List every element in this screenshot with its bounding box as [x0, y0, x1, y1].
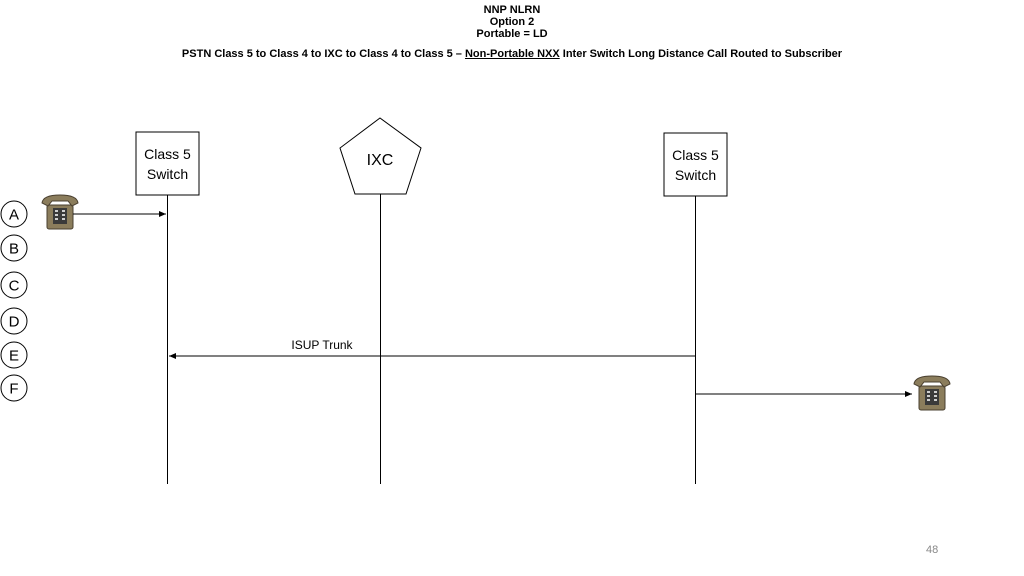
title-line-1: NNP NLRN	[483, 4, 541, 16]
title-line-3: Portable = LD	[476, 28, 548, 40]
isup-trunk-label: ISUP Trunk	[291, 338, 353, 352]
title-line-2: Option 2	[489, 16, 535, 28]
right-switch-label-1: Class 5	[672, 147, 719, 163]
telephone-icon	[913, 375, 951, 411]
step-circle-b: B	[0, 234, 28, 262]
step-label-a: A	[9, 207, 19, 224]
right-class5-switch-node: Class 5 Switch	[663, 132, 728, 197]
step-circle-d: D	[0, 307, 28, 335]
left-class5-switch-node: Class 5 Switch	[135, 131, 200, 196]
subtitle-pre: PSTN Class 5 to Class 4 to IXC to Class …	[181, 48, 465, 60]
step-label-e: E	[9, 348, 19, 365]
step-circle-f: F	[0, 374, 28, 402]
left-switch-label-1: Class 5	[144, 146, 191, 162]
step-circle-a: A	[0, 200, 28, 228]
telephone-icon	[41, 194, 79, 230]
step-label-c: C	[9, 278, 20, 295]
step-label-d: D	[9, 314, 20, 331]
step-label-f: F	[9, 381, 18, 398]
step-circle-c: C	[0, 271, 28, 299]
title-block: NNP NLRN Option 2 Portable = LD	[0, 4, 1024, 40]
ixc-node: IXC	[339, 117, 422, 195]
subtitle-post: Inter Switch Long Distance Call Routed t…	[559, 48, 843, 60]
step-markers: A B C D E F	[0, 200, 28, 402]
right-switch-label-2: Switch	[675, 167, 716, 183]
ixc-label: IXC	[367, 152, 394, 169]
diagram-subtitle: PSTN Class 5 to Class 4 to IXC to Class …	[0, 47, 1024, 61]
left-switch-label-2: Switch	[147, 166, 188, 182]
subtitle-underlined: Non-Portable NXX	[464, 48, 560, 60]
step-label-b: B	[9, 241, 19, 258]
page-number: 48	[926, 544, 939, 556]
step-circle-e: E	[0, 341, 28, 369]
